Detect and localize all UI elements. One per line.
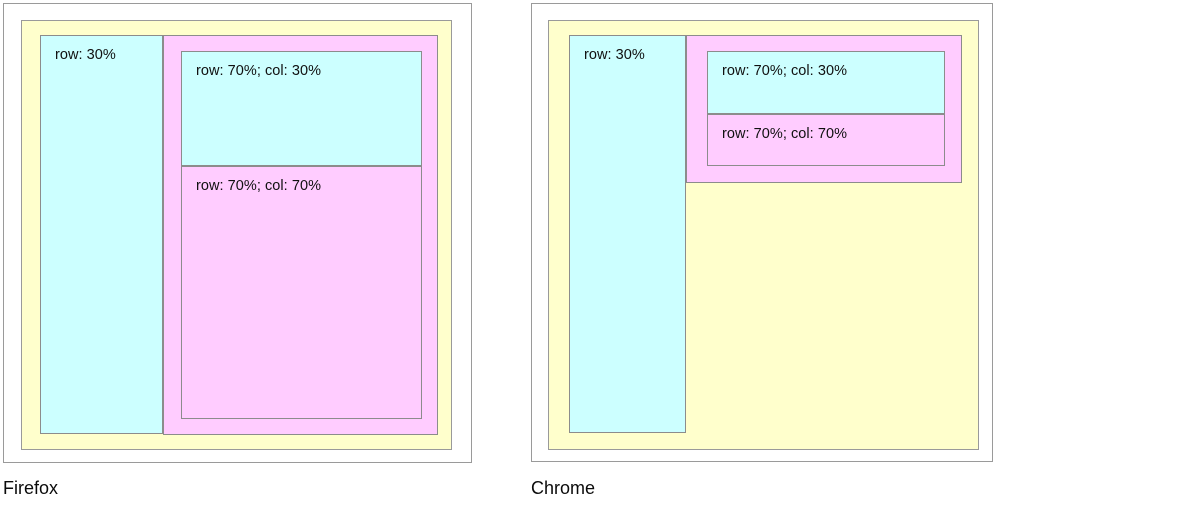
firefox-figure: row: 30% row: 70%; col: 30% row: 70%; co… <box>3 3 472 463</box>
firefox-outer-frameset: row: 30% row: 70%; col: 30% row: 70%; co… <box>21 20 452 450</box>
chrome-caption: Chrome <box>531 478 596 498</box>
chrome-nested-frameset-row-70: row: 70%; col: 30% row: 70%; col: 70% <box>686 35 962 183</box>
firefox-cell-row-70-col-70: row: 70%; col: 70% <box>181 166 422 419</box>
chrome-cell-row-70-col-70: row: 70%; col: 70% <box>707 114 945 166</box>
firefox-cell-row-30: row: 30% <box>40 35 163 434</box>
firefox-cell-row-70-col-30: row: 70%; col: 30% <box>181 51 422 166</box>
chrome-cell-row-70-col-30-label: row: 70%; col: 30% <box>722 63 848 79</box>
chrome-figure: row: 30% row: 70%; col: 30% row: 70%; co… <box>531 3 993 462</box>
firefox-cell-row-30-label: row: 30% <box>55 47 116 63</box>
chrome-cell-row-70-col-70-label: row: 70%; col: 70% <box>722 126 848 142</box>
chrome-outer-frameset: row: 30% row: 70%; col: 30% row: 70%; co… <box>548 20 979 450</box>
chrome-cell-row-70-col-30: row: 70%; col: 30% <box>707 51 945 114</box>
chrome-cell-row-30: row: 30% <box>569 35 686 433</box>
chrome-cell-row-30-label: row: 30% <box>584 47 645 63</box>
firefox-nested-frameset-row-70: row: 70%; col: 30% row: 70%; col: 70% <box>163 35 438 435</box>
firefox-cell-row-70-col-30-label: row: 70%; col: 30% <box>196 63 322 79</box>
firefox-caption: Firefox <box>3 478 59 498</box>
firefox-cell-row-70-col-70-label: row: 70%; col: 70% <box>196 178 322 194</box>
